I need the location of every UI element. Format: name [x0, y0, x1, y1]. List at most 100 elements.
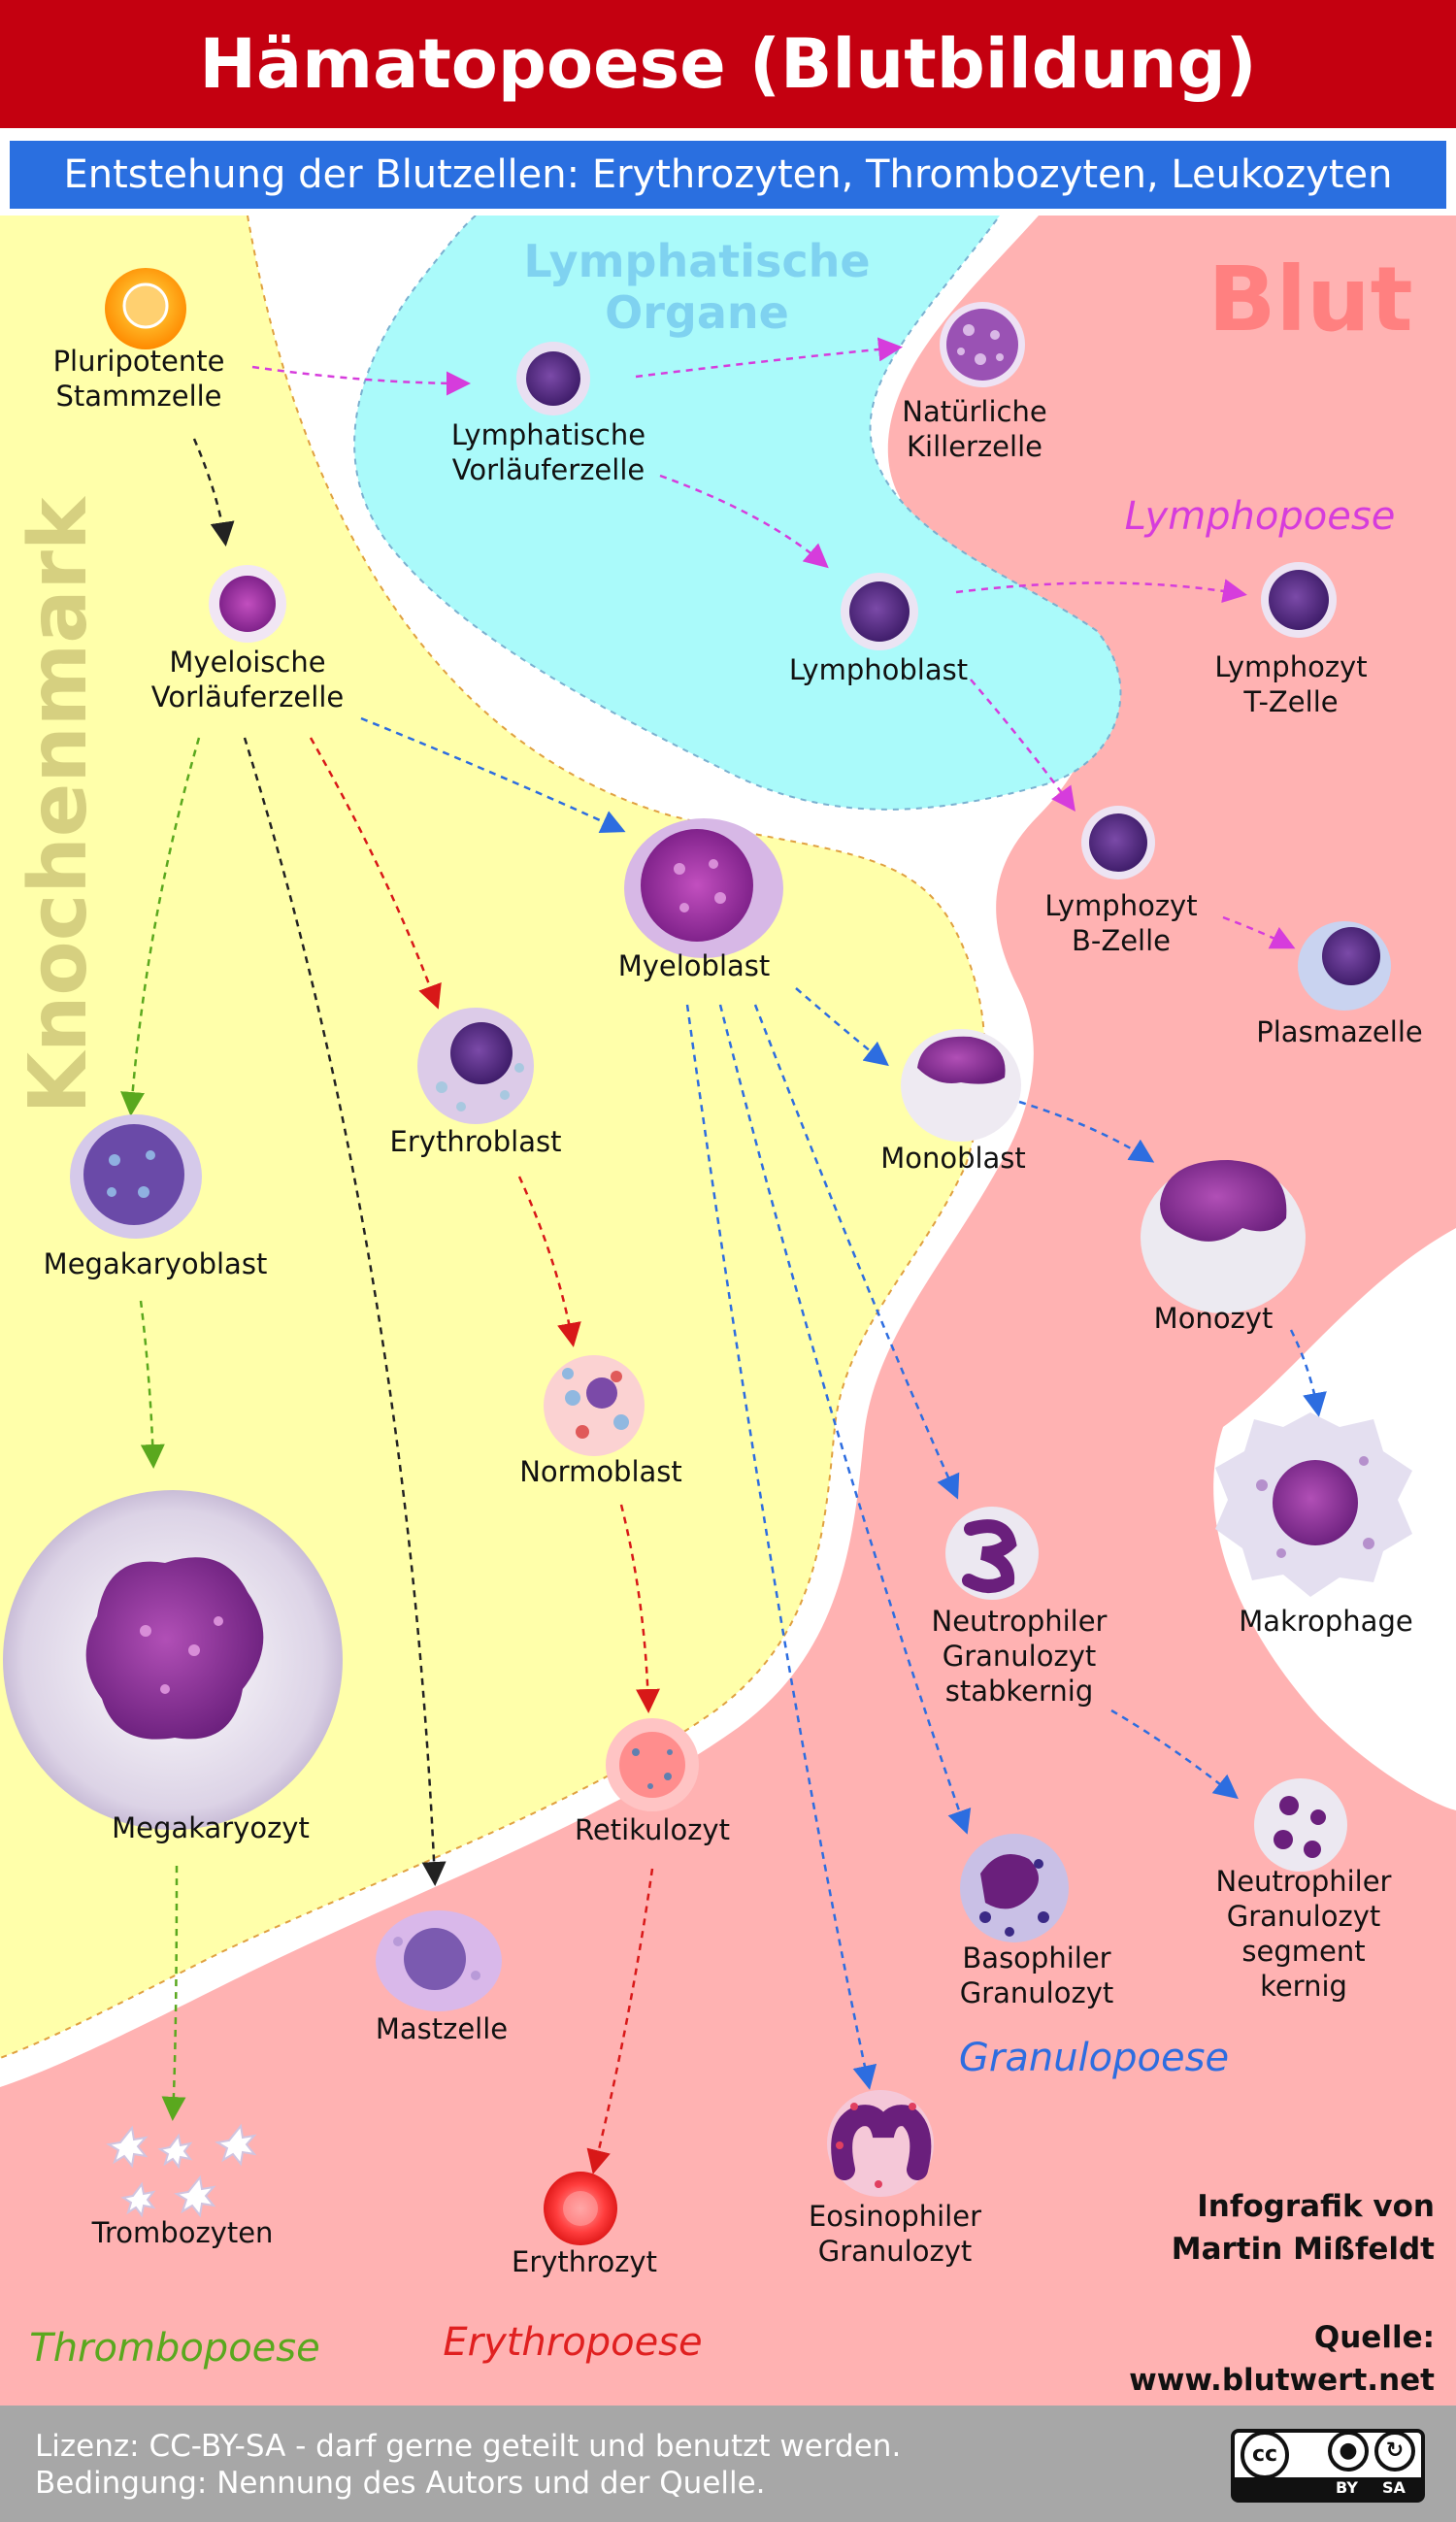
label-neutro-band-3: stabkernig: [945, 1675, 1094, 1708]
erythropoese-label: Erythropoese: [443, 2320, 702, 2365]
hematopoiesis-diagram: Blut Knochenmark Lymphatische Organe Lym…: [0, 216, 1456, 2406]
label-monocyte: Monozyt: [1154, 1302, 1274, 1335]
title-bar: Hämatopoese (Blutbildung): [0, 0, 1456, 128]
blood-label: Blut: [1208, 248, 1412, 351]
label-lymph-prog-2: Vorläuferzelle: [452, 453, 645, 486]
monocyte-icon: [1141, 1160, 1306, 1313]
arrow-myeloid-to-erythroblast: [309, 737, 442, 1010]
plasma-cell-icon: [1298, 921, 1391, 1011]
arrow-myeloblast-to-monoblast: [795, 987, 889, 1067]
label-plasma: Plasmazelle: [1256, 1015, 1422, 1048]
by-label: BY: [1336, 2478, 1358, 2497]
arrow-myeloid-to-myeloblast: [360, 716, 626, 834]
arrow-megakaryoblast-to-megakaryocyte: [139, 1300, 165, 1469]
lymphopoese-label: Lymphopoese: [1125, 494, 1396, 539]
myeloid-progenitor-icon: [209, 565, 286, 643]
erythrocyte-icon: [544, 2172, 617, 2245]
credit-line-1: Infografik von: [1197, 2189, 1435, 2224]
arrow-reticulocyte-to-erythrocyte: [586, 1868, 654, 2174]
normoblast-icon: [544, 1355, 645, 1456]
label-myeloid-prog-2: Vorläuferzelle: [151, 680, 344, 713]
label-t-cell-2: T-Zelle: [1242, 685, 1338, 718]
mast-cell-icon: [376, 1910, 502, 2011]
b-cell-icon: [1081, 806, 1155, 879]
arrow-myeloid-to-megakaryoblast: [120, 737, 201, 1116]
label-nk-1: Natürliche: [902, 395, 1046, 428]
cc-license-badge[interactable]: cc ● ↻ BY SA: [1231, 2429, 1425, 2503]
bone-marrow-label: Knochenmark: [13, 495, 105, 1113]
label-neutro-seg-2: Granulozyt: [1227, 1900, 1380, 1933]
arrow-lymphoblast-to-t: [955, 579, 1247, 603]
thrombopoese-label: Thrombopoese: [29, 2326, 319, 2371]
t-cell-icon: [1261, 562, 1337, 638]
label-lymphoblast: Lymphoblast: [789, 653, 968, 686]
myeloblast-icon: [624, 818, 783, 958]
label-neutro-band-1: Neutrophiler: [932, 1605, 1108, 1638]
marrow-border: [0, 216, 986, 2059]
label-erythroblast: Erythroblast: [390, 1125, 562, 1158]
arrow-lymph-to-lymphoblast: [659, 474, 829, 569]
label-b-cell-1: Lymphozyt: [1044, 889, 1197, 922]
monoblast-icon: [901, 1029, 1021, 1142]
badge-bar: [1235, 2477, 1421, 2499]
megakaryoblast-icon: [70, 1114, 202, 1239]
source-line-1: Quelle:: [1314, 2320, 1435, 2355]
stem-cell-icon: [105, 268, 186, 349]
reticulocyte-icon: [606, 1718, 699, 1811]
subtitle-bar: Entstehung der Blutzellen: Erythrozyten,…: [7, 138, 1449, 212]
label-erythrocyte: Erythrozyt: [512, 2245, 657, 2278]
macrophage-icon: [1215, 1412, 1412, 1597]
label-basophil-2: Granulozyt: [960, 1976, 1113, 2009]
cell-labels: Pluripotente Stammzelle Lymphatische Vor…: [44, 345, 1423, 2278]
sa-icon: ↻: [1374, 2431, 1415, 2472]
label-t-cell-1: Lymphozyt: [1214, 650, 1367, 683]
arrow-monocyte-to-macrophage: [1289, 1329, 1327, 1417]
lymph-progenitor-icon: [516, 342, 590, 415]
arrow-stem-to-lymph: [251, 365, 471, 396]
label-eosinophil-2: Granulozyt: [818, 2235, 972, 2268]
granulopoese-label: Granulopoese: [959, 2036, 1229, 2080]
neutrophil-segment-icon: [1254, 1778, 1347, 1872]
arrow-b-to-plasma: [1222, 915, 1296, 949]
label-neutro-seg-3: segment: [1241, 1935, 1365, 1968]
sa-label: SA: [1382, 2478, 1406, 2497]
label-neutro-seg-4: kernig: [1260, 1970, 1347, 2003]
label-monoblast: Monoblast: [880, 1142, 1026, 1175]
label-macrophage: Makrophage: [1239, 1605, 1412, 1638]
label-stem-2: Stammzelle: [55, 380, 221, 413]
cc-icon: cc: [1241, 2431, 1289, 2479]
page-subtitle: Entstehung der Blutzellen: Erythrozyten,…: [63, 152, 1393, 197]
label-myeloblast: Myeloblast: [618, 949, 771, 982]
label-megakaryoblast: Megakaryoblast: [44, 1247, 268, 1280]
footer: Lizenz: CC-BY-SA - darf gerne geteilt un…: [0, 2406, 1456, 2522]
basophil-icon: [960, 1834, 1069, 1942]
arrow-myeloblast-to-basophil: [718, 1004, 972, 1835]
arrow-band-to-segment: [1110, 1709, 1239, 1800]
label-stem-1: Pluripotente: [53, 345, 225, 378]
label-lymph-prog-1: Lymphatische: [451, 418, 645, 451]
erythroblast-icon: [417, 1008, 534, 1124]
arrow-lymph-to-nk: [635, 337, 903, 379]
label-thrombocytes: Trombozyten: [91, 2216, 274, 2249]
page-title: Hämatopoese (Blutbildung): [199, 24, 1257, 104]
nk-cell-icon: [940, 302, 1025, 387]
label-b-cell-2: B-Zelle: [1072, 924, 1171, 957]
lymphoblast-icon: [841, 573, 918, 650]
label-neutro-band-2: Granulozyt: [943, 1640, 1096, 1673]
label-myeloid-prog-1: Myeloische: [169, 646, 325, 679]
megakaryocyte-icon: [3, 1490, 343, 1830]
label-eosinophil-1: Eosinophiler: [809, 2200, 981, 2233]
label-mast: Mastzelle: [376, 2012, 508, 2045]
arrow-monoblast-to-monocyte: [1018, 1100, 1155, 1163]
arrow-myeloblast-to-eosinophil: [685, 1004, 877, 2090]
arrows: [120, 337, 1327, 2174]
label-megakaryocyte: Megakaryozyt: [112, 1811, 310, 1844]
license-text: Lizenz: CC-BY-SA - darf gerne geteilt un…: [35, 2429, 902, 2464]
label-basophil-1: Basophiler: [962, 1941, 1110, 1974]
arrow-erythroblast-to-normoblast: [517, 1176, 581, 1347]
lymphatic-border: [353, 216, 1122, 811]
label-reticulocyte: Retikulozyt: [575, 1813, 730, 1846]
lymphatic-label-2: Organe: [605, 286, 789, 339]
arrow-megakaryocyte-to-thrombocytes: [161, 1865, 186, 2121]
lymphatic-label-1: Lymphatische: [523, 235, 870, 287]
